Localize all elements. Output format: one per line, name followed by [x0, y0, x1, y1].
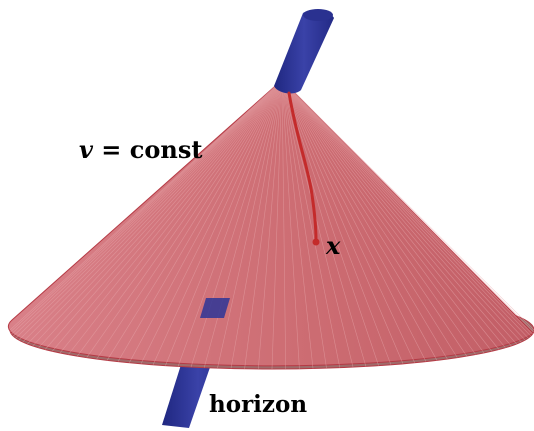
cone-ruling-line: [177, 79, 283, 367]
horizon-tube-through-cone: [200, 298, 230, 318]
x-label: x: [326, 231, 341, 260]
cone-ruling-line: [11, 79, 283, 335]
cone-ruling-line: [52, 79, 283, 352]
cone-ruling-line: [281, 79, 286, 369]
cone-ruling-line: [203, 79, 283, 368]
cone-ruling-line: [165, 79, 283, 366]
cone-ruling-line: [281, 79, 492, 352]
horizon-tube-upper: [274, 9, 334, 94]
cone-ruling-line: [281, 79, 458, 358]
cone-ruling-line: [217, 79, 283, 369]
cone-ruling-line: [281, 79, 354, 368]
cone-ruling-line: [258, 79, 283, 369]
cone-ruling-line: [281, 79, 404, 364]
cone-ruling-line: [77, 79, 283, 357]
cone-ruling-line: [281, 79, 532, 337]
cone-ruling-line: [281, 79, 517, 345]
cone-ruling-line: [38, 79, 283, 348]
cone-ruling-line: [281, 79, 506, 348]
cone-ruling-line: [15, 79, 283, 339]
cone-ruling-line: [140, 79, 283, 364]
cone-ruling-line: [281, 79, 522, 343]
cone-rulings: [9, 79, 534, 370]
cone-ruling-line: [281, 79, 467, 357]
cone-ruling-line: [22, 79, 283, 343]
cone-ruling-line: [281, 79, 341, 368]
point-x: [312, 238, 320, 246]
cone-ruling-line: [244, 79, 283, 369]
cone-ruling-line: [281, 79, 485, 354]
cone-ruling-line: [281, 79, 529, 339]
cone-ruling-line: [281, 79, 438, 361]
cone-ruling-line: [281, 79, 534, 331]
cone-ruling-line: [190, 79, 283, 368]
cone-ruling-line: [230, 79, 283, 369]
cone-ruling-line: [281, 79, 314, 369]
cone-ruling-line: [281, 79, 327, 369]
cone-ruling-line: [59, 79, 283, 354]
v-const-label: v = const: [79, 138, 202, 162]
cone-ruling-line: [281, 79, 526, 341]
horizon-label: horizon: [209, 391, 308, 418]
cone-ruling-line: [12, 79, 283, 337]
cone-ruling-line: [271, 79, 283, 370]
cone-ruling-line: [129, 79, 283, 363]
const-text: = const: [92, 135, 203, 164]
worldline-curve: [287, 91, 318, 243]
cone-ruling-line: [152, 79, 283, 365]
cone-ruling-line: [281, 79, 392, 365]
cone-ruling-line: [281, 79, 476, 355]
v-variable: v: [79, 135, 93, 164]
cone-ruling-line: [281, 79, 379, 366]
cone-ruling-line: [106, 79, 283, 361]
cone-ruling-line: [10, 79, 283, 333]
cone-ruling-line: [281, 79, 448, 360]
horizon-tube-top-cap: [303, 9, 333, 21]
cone-ruling-line: [117, 79, 283, 362]
cone-ruling-line: [281, 79, 512, 347]
cone-ruling-line: [86, 79, 283, 358]
cone-ruling-line: [96, 79, 283, 360]
cone-ruling-line: [44, 79, 283, 350]
cone-ruling-line: [68, 79, 283, 355]
cone-ruling-line: [281, 79, 415, 363]
cone-ruling-line: [32, 79, 283, 347]
cone-ruling-line: [281, 79, 300, 369]
cone-ruling-line: [281, 79, 500, 350]
cone-ruling-line: [27, 79, 283, 345]
cone-ruling-line: [281, 79, 427, 362]
cone-ruling-line: [18, 79, 283, 341]
cone-ruling-line: [281, 79, 533, 335]
